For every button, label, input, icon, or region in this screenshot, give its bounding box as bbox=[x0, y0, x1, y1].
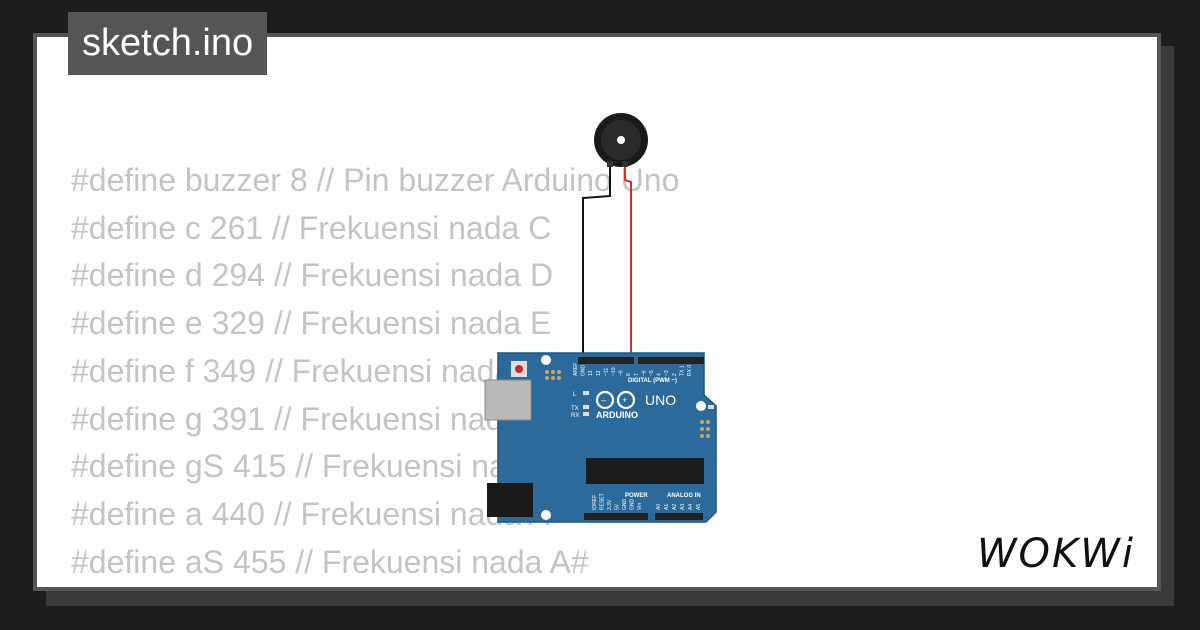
code-line: #define buzzer 8 // Pin buzzer Arduino U… bbox=[71, 162, 680, 198]
svg-text:+: + bbox=[622, 395, 627, 405]
digital-pin-label: RX 0 bbox=[687, 365, 693, 376]
digital-pin-label: AREF bbox=[573, 363, 579, 376]
code-preview: #define buzzer 8 // Pin buzzer Arduino U… bbox=[71, 157, 680, 587]
wokwi-brand-text: WOKWi bbox=[977, 531, 1135, 577]
analog-pin-label: A1 bbox=[664, 504, 670, 510]
preview-card: #define buzzer 8 // Pin buzzer Arduino U… bbox=[33, 33, 1161, 591]
power-pin-label: Vin bbox=[637, 503, 643, 510]
digital-pin-label: 2 bbox=[672, 373, 678, 376]
code-line: #define c 261 // Frekuensi nada C bbox=[71, 209, 552, 246]
analog-pin-label: A3 bbox=[680, 504, 686, 510]
power-pin-label: RESET bbox=[600, 493, 606, 510]
l-led bbox=[583, 391, 589, 395]
power-pin-label: GND bbox=[622, 499, 628, 511]
digital-pin-label: ~9 bbox=[619, 370, 625, 376]
digital-pin-label: GND bbox=[581, 365, 587, 377]
digital-pin-label: 12 bbox=[596, 370, 602, 376]
digital-pin-label: 7 bbox=[634, 373, 640, 376]
power-pin-label: GND bbox=[630, 499, 636, 511]
ground-wire bbox=[582, 162, 611, 360]
microcontroller-chip bbox=[586, 458, 704, 484]
analog-pins-label: ANALOG IN bbox=[667, 493, 701, 499]
sketch-filename: sketch.ino bbox=[68, 12, 268, 75]
on-led bbox=[708, 405, 714, 409]
svg-text:–: – bbox=[601, 395, 606, 405]
digital-pin-label: ~10 bbox=[611, 367, 617, 376]
digital-pin-label: ~3 bbox=[664, 370, 670, 376]
on-led-label: ON bbox=[719, 406, 728, 412]
power-pin-label: 3.3V bbox=[607, 499, 613, 510]
digital-header bbox=[578, 357, 634, 364]
digital-pin-label: ~6 bbox=[641, 370, 647, 376]
digital-pin-label: 13 bbox=[588, 370, 594, 376]
digital-pin-label: TX 1 bbox=[679, 365, 685, 376]
digital-pin-label: 4 bbox=[657, 373, 663, 376]
analog-header bbox=[655, 513, 703, 520]
digital-pins-label: DIGITAL (PWM ~) bbox=[628, 378, 677, 384]
code-line: #define d 294 // Frekuensi nada D bbox=[71, 257, 554, 294]
l-led-label: L bbox=[573, 392, 577, 398]
power-pin-label: 5V bbox=[615, 503, 621, 510]
signal-wire bbox=[624, 162, 632, 360]
power-pins-label: POWER bbox=[625, 493, 648, 499]
usb-connector bbox=[484, 379, 532, 421]
wokwi-logo: WOKWi bbox=[977, 531, 1135, 577]
board-name-label: ARDUINO bbox=[596, 410, 638, 420]
arduino-logo-icon bbox=[595, 390, 636, 410]
buzzer[interactable] bbox=[594, 113, 648, 167]
rx-led-label: RX bbox=[571, 413, 579, 419]
analog-pin-label: A0 bbox=[656, 504, 662, 510]
power-jack bbox=[487, 483, 533, 517]
board-model-label: UNO bbox=[645, 392, 676, 408]
digital-pin-label: ~5 bbox=[649, 370, 655, 376]
analog-pin-label: A2 bbox=[672, 504, 678, 510]
tx-led bbox=[583, 405, 589, 409]
code-line: #define e 329 // Frekuensi nada E bbox=[71, 305, 552, 342]
rx-led bbox=[583, 412, 589, 416]
power-pin-label: IOREF bbox=[592, 495, 598, 510]
arduino-uno-board[interactable]: – + ARDUINO UNO DIGITAL (PWM ~) POWER AN… bbox=[484, 352, 728, 523]
code-line: #define aS 455 // Frekuensi nada A# bbox=[71, 543, 589, 580]
digital-pin-label: 8 bbox=[626, 373, 632, 376]
power-header bbox=[584, 513, 648, 520]
tx-led-label: TX bbox=[571, 406, 579, 412]
analog-pin-label: A4 bbox=[688, 504, 694, 510]
digital-pin-label: ~11 bbox=[603, 368, 609, 376]
analog-pin-label: A5 bbox=[696, 504, 702, 510]
